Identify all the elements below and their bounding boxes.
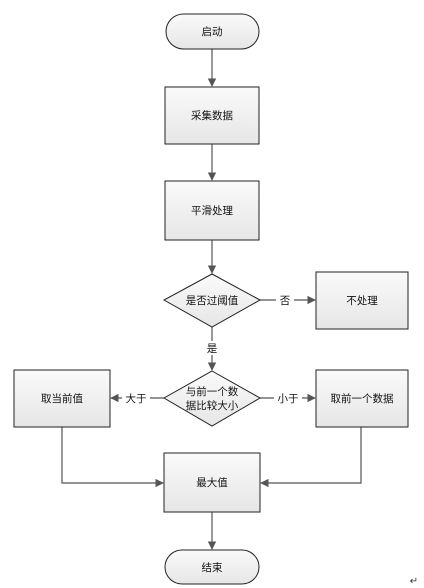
compare-decision-node: 与前一个数 据比较大小 <box>162 370 262 427</box>
threshold-decision-node-label: 是否过阈值 <box>186 294 239 307</box>
edge-label-less: 小于 <box>278 393 299 405</box>
compare-decision-node-label-line2: 据比较大小 <box>186 399 239 412</box>
no-process-node: 不处理 <box>315 271 409 330</box>
start-node: 启动 <box>165 13 260 50</box>
end-node-label: 结束 <box>202 561 223 574</box>
end-node: 结束 <box>164 549 260 585</box>
threshold-decision-node: 是否过阈值 <box>162 273 262 328</box>
edge-take-previous-to-max <box>260 427 362 488</box>
edge-label-no: 否 <box>280 295 291 307</box>
take-previous-node: 取前一个数据 <box>315 369 409 428</box>
no-process-node-label: 不处理 <box>346 295 378 307</box>
take-previous-node-label: 取前一个数据 <box>331 392 394 405</box>
compare-decision-node-label-line1: 与前一个数 <box>186 385 239 398</box>
max-value-node-label: 最大值 <box>196 476 228 489</box>
return-mark-icon: ↵ <box>410 576 418 587</box>
take-current-node: 取当前值 <box>13 369 111 428</box>
edge-label-yes: 是 <box>207 343 218 355</box>
smooth-processing-node-label: 平滑处理 <box>191 205 233 217</box>
collect-data-node: 采集数据 <box>164 86 260 145</box>
start-node-label: 启动 <box>202 25 223 38</box>
edge-take-current-to-max <box>61 427 164 488</box>
max-value-node: 最大值 <box>163 452 261 513</box>
edge-label-greater: 大于 <box>126 392 147 405</box>
collect-data-node-label: 采集数据 <box>191 109 233 122</box>
take-current-node-label: 取当前值 <box>41 392 83 405</box>
smooth-processing-node: 平滑处理 <box>164 180 260 241</box>
